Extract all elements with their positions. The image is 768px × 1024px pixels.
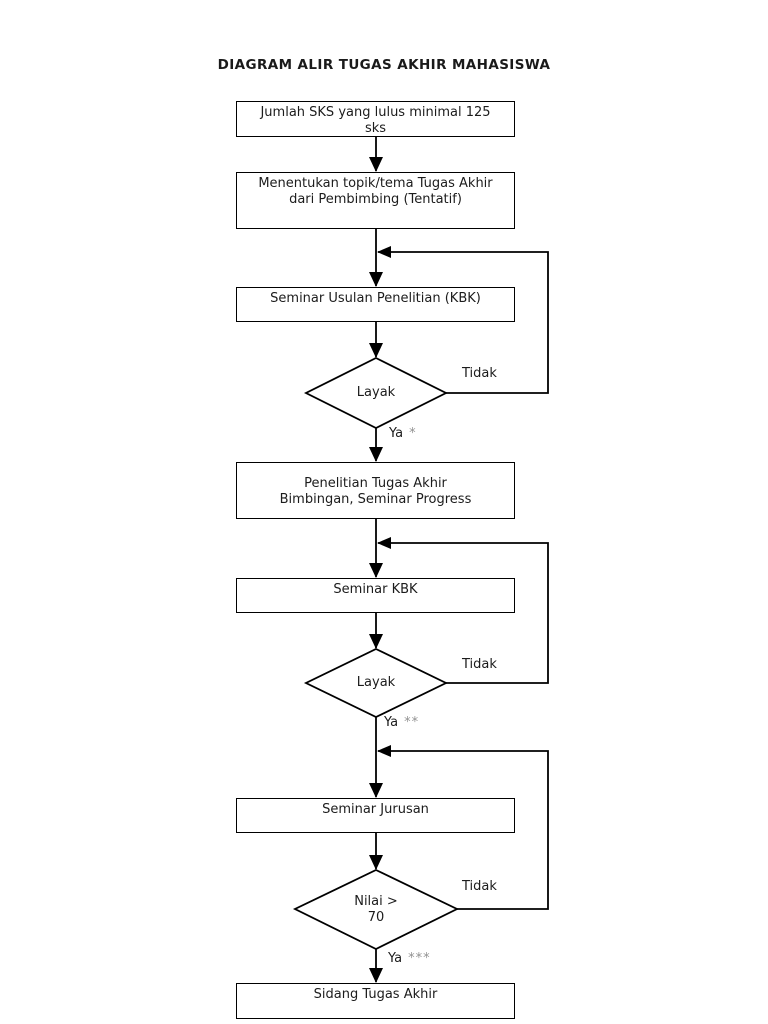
ya-text: Ya [388, 951, 403, 966]
process-label-line: Seminar KBK [333, 582, 418, 597]
process-label-line: sks [364, 121, 387, 136]
loop-tidak-1 [378, 251, 549, 394]
process-label-line: Penelitian Tugas Akhir [304, 476, 447, 491]
edge-label-tidak-1: Tidak [462, 366, 497, 381]
arrowhead-down-6 [369, 634, 383, 649]
process-label-line: dari Pembimbing (Tentatif) [289, 192, 462, 207]
loop-tidak-2 [378, 542, 549, 684]
process-label-line: Menentukan topik/tema Tugas Akhir [258, 176, 493, 191]
edge-label-ya-2: Ya ** [384, 715, 419, 731]
process-box-seminar-jurusan: Seminar Jurusan [236, 798, 515, 833]
process-box-sidang: Sidang Tugas Akhir [236, 983, 515, 1019]
process-label-line: Bimbingan, Seminar Progress [279, 492, 472, 507]
arrowhead-down-3 [369, 343, 383, 358]
edge-label-tidak-3: Tidak [462, 879, 497, 894]
arrowhead-down-9 [369, 968, 383, 983]
process-box-tentukan-topik: Menentukan topik/tema Tugas Akhir dari P… [236, 172, 515, 229]
process-box-seminar-kbk: Seminar KBK [236, 578, 515, 613]
decision-diamond-nilai [292, 869, 460, 951]
arrowhead-down-4 [369, 447, 383, 462]
decision-diamond-layak-1 [303, 356, 449, 430]
arrowhead-left-3 [377, 745, 391, 757]
ya-text: Ya [389, 426, 404, 441]
process-label-line: Seminar Jurusan [322, 802, 429, 817]
arrowhead-down-1 [369, 157, 383, 172]
arrowhead-down-2 [369, 272, 383, 287]
edge-label-tidak-2: Tidak [462, 657, 497, 672]
ya-text: Ya [384, 715, 399, 730]
process-label-line: Sidang Tugas Akhir [313, 987, 438, 1002]
edge-label-ya-3: Ya *** [388, 951, 431, 967]
arrowhead-left-2 [377, 537, 391, 549]
process-label-line: Seminar Usulan Penelitian (KBK) [270, 291, 481, 306]
arrowhead-down-5 [369, 563, 383, 578]
process-label-line: Jumlah SKS yang lulus minimal 125 [260, 105, 491, 120]
ya-note: * [409, 426, 417, 441]
process-box-penelitian: Penelitian Tugas Akhir Bimbingan, Semina… [236, 462, 515, 519]
edge-label-ya-1: Ya * [389, 426, 417, 442]
decision-diamond-layak-2 [303, 647, 449, 719]
arrowhead-down-8 [369, 855, 383, 870]
arrowhead-down-7 [369, 783, 383, 798]
ya-note: *** [408, 951, 431, 966]
page-title: DIAGRAM ALIR TUGAS AKHIR MAHASISWA [217, 57, 551, 73]
process-box-sks-minimal: Jumlah SKS yang lulus minimal 125 sks [236, 101, 515, 137]
process-box-seminar-usulan: Seminar Usulan Penelitian (KBK) [236, 287, 515, 322]
loop-tidak-3 [378, 750, 549, 910]
ya-note: ** [404, 715, 420, 730]
arrowhead-left-1 [377, 246, 391, 258]
